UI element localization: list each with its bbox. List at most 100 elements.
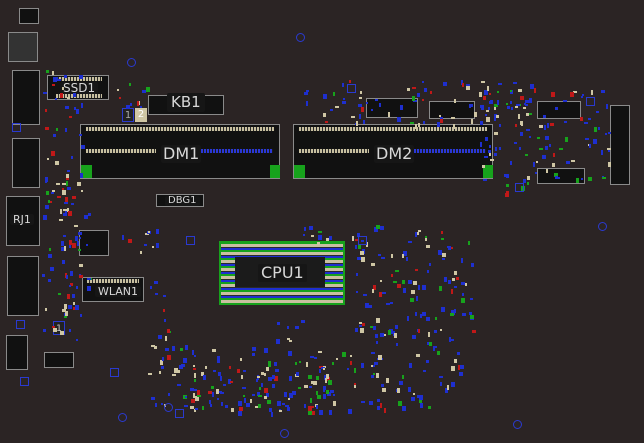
smd-pad bbox=[349, 80, 352, 84]
smd-pad bbox=[325, 390, 329, 395]
smd-pad bbox=[528, 98, 532, 104]
smd-pad bbox=[554, 173, 559, 178]
smd-pad bbox=[256, 391, 260, 396]
smd-pad bbox=[320, 367, 325, 370]
cpu1-package[interactable]: CPU1 bbox=[219, 241, 345, 305]
smd-pad bbox=[317, 351, 322, 354]
connector-left-4[interactable] bbox=[6, 335, 28, 370]
smd-pad bbox=[208, 400, 211, 405]
smd-pad bbox=[350, 115, 355, 118]
smd-pad bbox=[353, 383, 356, 386]
ssd1-label: SSD1 bbox=[60, 82, 99, 94]
smd-pad bbox=[273, 376, 278, 382]
smd-pad bbox=[81, 190, 84, 193]
smd-pad bbox=[194, 409, 197, 413]
smd-pad bbox=[78, 237, 81, 240]
smd-pad bbox=[342, 101, 347, 105]
smd-pad bbox=[61, 87, 64, 91]
smd-pad bbox=[56, 196, 61, 199]
smd-pad bbox=[402, 251, 407, 257]
smd-pad bbox=[64, 311, 68, 317]
smd-pad bbox=[86, 285, 91, 291]
smd-pad bbox=[494, 105, 497, 111]
smd-pad bbox=[437, 122, 441, 128]
smd-pad bbox=[282, 402, 286, 405]
connector-right-3[interactable] bbox=[537, 101, 581, 119]
smd-pad bbox=[55, 77, 59, 82]
smd-pad bbox=[69, 284, 72, 287]
smd-pad bbox=[425, 245, 430, 249]
connector-left-1[interactable] bbox=[12, 70, 40, 125]
smd-pad bbox=[469, 104, 474, 108]
smd-pad bbox=[442, 253, 447, 258]
smd-pad bbox=[276, 339, 281, 345]
smd-pad bbox=[42, 329, 46, 333]
smd-pad bbox=[241, 374, 244, 379]
wlan1-connector[interactable]: WLAN1 bbox=[82, 277, 144, 302]
connector-left-2[interactable] bbox=[12, 138, 40, 188]
rj1-label: RJ1 bbox=[10, 214, 34, 225]
smd-pad bbox=[465, 86, 470, 90]
smd-pad bbox=[371, 262, 376, 266]
smd-pad bbox=[58, 218, 63, 221]
smd-pad bbox=[356, 120, 359, 126]
test-point bbox=[20, 377, 29, 386]
smd-pad bbox=[88, 212, 92, 216]
dbg1-connector[interactable]: DBG1 bbox=[156, 194, 204, 207]
smd-pad bbox=[520, 185, 525, 191]
smd-pad bbox=[506, 174, 510, 179]
pad-1[interactable]: 1 bbox=[122, 108, 134, 122]
kb1-connector[interactable]: KB1 bbox=[148, 93, 224, 115]
smd-pad bbox=[470, 314, 475, 319]
smd-pad bbox=[450, 365, 455, 371]
connector-right-4[interactable] bbox=[537, 168, 585, 184]
smd-pad bbox=[456, 352, 460, 356]
smd-pad bbox=[252, 353, 256, 357]
smd-pad bbox=[296, 371, 300, 376]
connector-usb-top[interactable] bbox=[8, 32, 38, 62]
smd-pad bbox=[385, 302, 390, 305]
connector-left-3[interactable] bbox=[7, 256, 39, 316]
pad-2[interactable]: 2 bbox=[135, 108, 147, 122]
smd-pad bbox=[322, 112, 326, 117]
smd-pad bbox=[420, 313, 423, 318]
smd-pad bbox=[343, 97, 346, 100]
smd-pad bbox=[86, 244, 89, 247]
dm1-memory-slot[interactable]: DM1 bbox=[80, 124, 280, 179]
smd-pad bbox=[222, 384, 226, 387]
smd-pad bbox=[564, 137, 568, 143]
smd-pad bbox=[227, 379, 231, 385]
rj1-connector[interactable]: RJ1 bbox=[6, 196, 40, 246]
smd-pad bbox=[70, 271, 74, 277]
smd-pad bbox=[411, 96, 415, 102]
smd-pad bbox=[360, 239, 364, 242]
chip-block-bottom[interactable] bbox=[44, 352, 74, 368]
smd-pad bbox=[80, 313, 83, 317]
smd-pad bbox=[538, 124, 543, 128]
smd-pad bbox=[512, 82, 517, 85]
connector-top-left[interactable] bbox=[19, 8, 39, 24]
smd-pad bbox=[374, 361, 379, 365]
smd-pad bbox=[448, 246, 452, 250]
chip-block-left[interactable] bbox=[79, 230, 109, 256]
smd-pad bbox=[150, 285, 153, 289]
smd-pad bbox=[148, 231, 151, 234]
smd-pad bbox=[596, 111, 600, 114]
smd-pad bbox=[510, 160, 513, 165]
smd-pad bbox=[453, 358, 457, 363]
smd-pad bbox=[518, 147, 521, 151]
connector-far-right[interactable] bbox=[610, 105, 630, 185]
dm2-memory-slot[interactable]: DM2 bbox=[293, 124, 493, 179]
smd-pad bbox=[363, 119, 366, 124]
smd-pad bbox=[407, 280, 412, 285]
smd-pad bbox=[371, 364, 375, 367]
smd-pad bbox=[324, 121, 328, 124]
smd-pad bbox=[380, 257, 385, 260]
smd-pad bbox=[378, 102, 381, 107]
smd-pad bbox=[189, 406, 194, 410]
smd-pad bbox=[376, 405, 380, 410]
smd-pad bbox=[461, 281, 466, 285]
smd-pad bbox=[342, 83, 345, 88]
smd-pad bbox=[308, 410, 313, 416]
